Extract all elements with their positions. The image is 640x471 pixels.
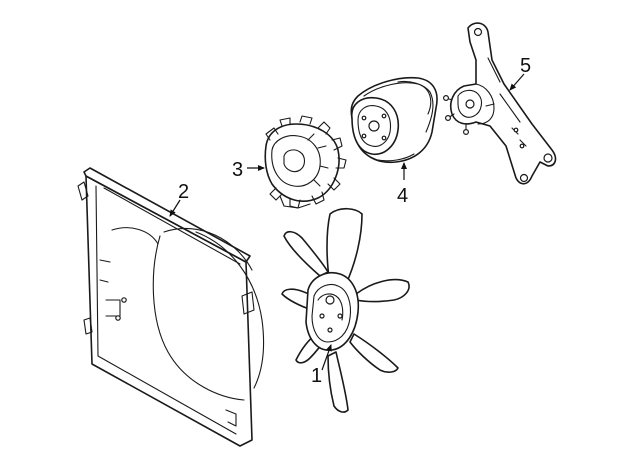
cooling-fan-part[interactable]: [281, 207, 410, 413]
fan-shroud-part[interactable]: [77, 167, 265, 447]
leader-fan: [321, 344, 332, 371]
fan-bracket-part[interactable]: [443, 22, 557, 185]
callout-3-clutch: 3: [232, 159, 243, 181]
leader-bracket: [509, 73, 525, 91]
fan-clutch-part[interactable]: [264, 115, 347, 209]
callout-4-pulley: 4: [397, 185, 408, 207]
callout-leaders: [169, 73, 525, 371]
callout-2-shroud: 2: [178, 181, 189, 203]
callout-1-fan: 1: [311, 365, 322, 387]
leader-shroud: [169, 199, 181, 217]
callout-5-bracket: 5: [520, 55, 531, 77]
fan-pulley-part[interactable]: [350, 76, 438, 164]
